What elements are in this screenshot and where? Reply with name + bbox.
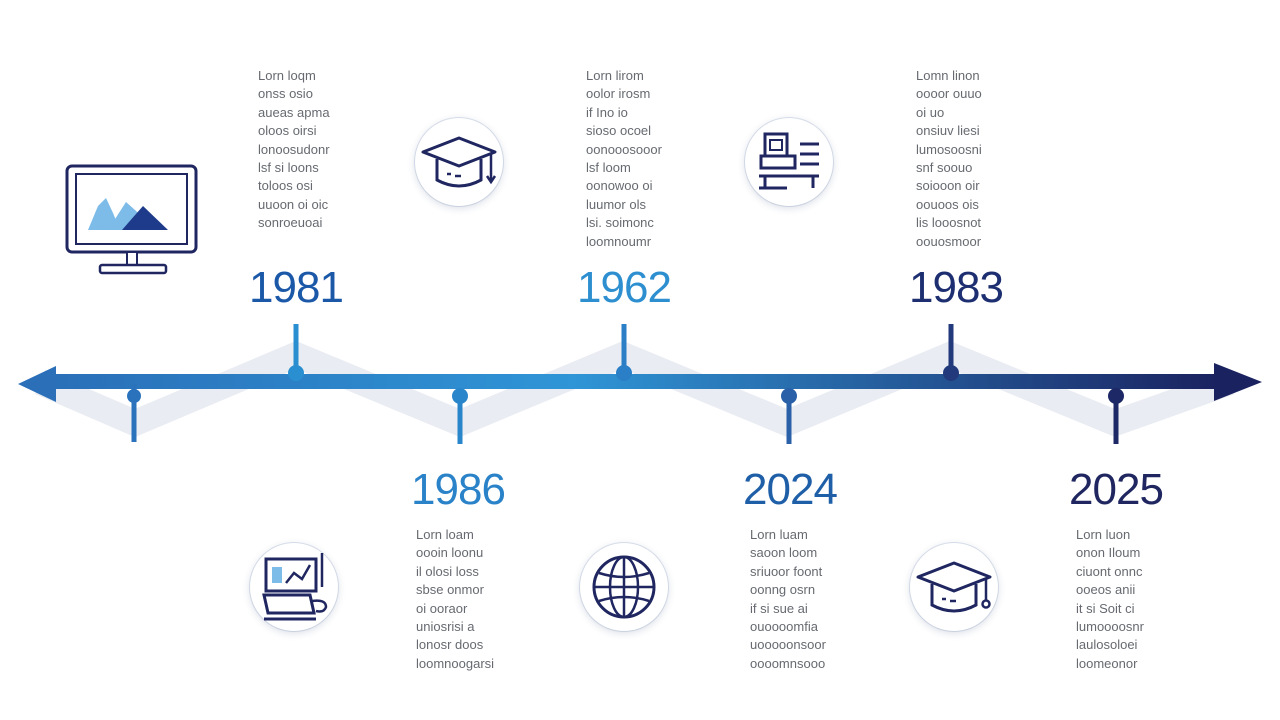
node-2025 (1108, 388, 1124, 404)
graduation-cap-icon (910, 543, 998, 631)
event-2025-year: 2025 (1069, 465, 1164, 514)
node-1986 (452, 388, 468, 404)
event-1981-year: 1981 (249, 263, 344, 312)
left-arrowhead (18, 366, 56, 402)
node-2024 (781, 388, 797, 404)
event-1986-year: 1986 (411, 465, 506, 514)
event-2024-year: 2024 (743, 465, 838, 514)
globe-icon (580, 543, 668, 631)
node-1981 (288, 365, 304, 381)
timeline-axis (46, 374, 1218, 389)
start-node (127, 389, 141, 403)
monitor-chart-icon (58, 158, 208, 288)
event-1983-year: 1983 (909, 263, 1004, 312)
graduation-cap-icon (415, 118, 503, 206)
desk-workstation-icon (745, 118, 833, 206)
right-arrowhead (1214, 363, 1262, 401)
node-1983 (943, 365, 959, 381)
node-1962 (616, 365, 632, 381)
laptop-chart-icon (250, 543, 338, 631)
event-1962-year: 1962 (577, 263, 672, 312)
